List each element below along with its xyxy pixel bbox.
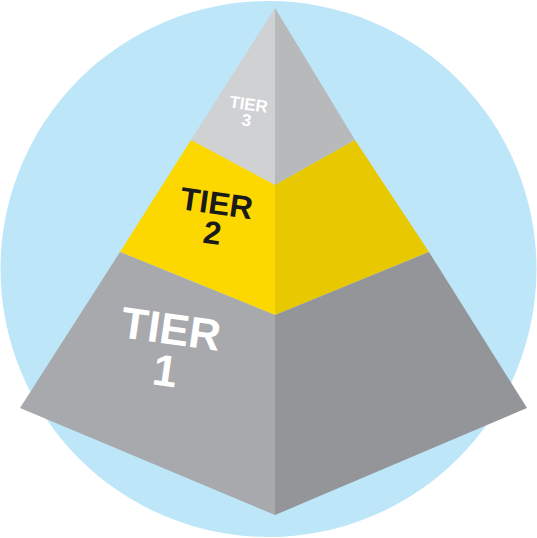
tier-label: TIER 2 [174, 183, 255, 253]
tier-label-holder: TIER 2 [174, 183, 255, 253]
tier-face [20, 252, 275, 515]
tier-label: TIER 3 [226, 94, 269, 131]
tier-label-holder: TIER 3 [226, 94, 269, 131]
tier-label-holder: TIER 1 [113, 302, 224, 399]
tier-face [275, 252, 527, 515]
tier-label: TIER 1 [113, 302, 224, 399]
tier-shape [15, 247, 532, 520]
pyramid-tier: TIER 1 [15, 247, 532, 520]
